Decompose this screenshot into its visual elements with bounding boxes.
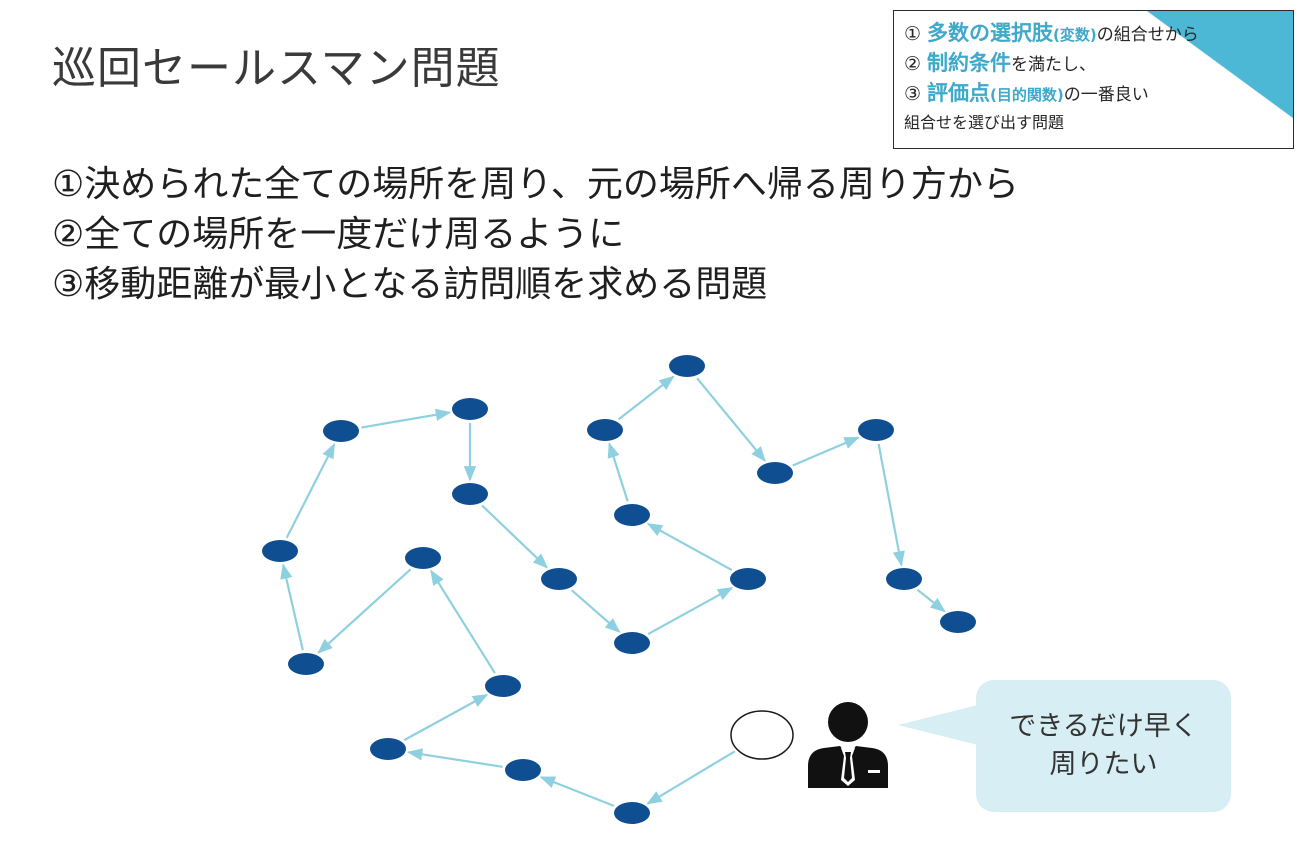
city-node — [940, 611, 976, 633]
route-edge — [481, 504, 549, 569]
city-node — [614, 632, 650, 654]
speech-line-1: できるだけ早く — [1009, 711, 1198, 742]
city-node — [587, 419, 623, 441]
city-node — [886, 568, 922, 590]
city-node — [505, 759, 541, 781]
city-node — [541, 568, 577, 590]
problem-steps: ①決められた全ての場所を周り、元の場所へ帰る周り方から ②全ての場所を一度だけ周… — [52, 160, 1019, 310]
route-edge — [617, 375, 675, 421]
city-node — [452, 483, 488, 505]
city-node — [485, 675, 521, 697]
route-edge — [285, 442, 336, 539]
step-2: ②全ての場所を一度だけ周るように — [52, 214, 625, 255]
route-edge — [403, 693, 489, 742]
route-edge — [696, 377, 766, 462]
definition-line-4: 組合せを選び出す問題 — [904, 113, 1065, 132]
city-node — [370, 738, 406, 760]
route-edge — [877, 443, 905, 567]
step-1: ①決められた全ての場所を周り、元の場所へ帰る周り方から — [52, 164, 1019, 205]
city-node — [288, 653, 324, 675]
page-title: 巡回セールスマン問題 — [52, 43, 501, 94]
city-node — [730, 568, 766, 590]
city-node — [757, 462, 793, 484]
businessman-icon — [808, 702, 888, 788]
city-node — [858, 419, 894, 441]
route-edges — [280, 375, 946, 807]
speech-bubble-tail — [898, 705, 978, 745]
route-edge — [607, 442, 629, 502]
step-3: ③移動距離が最小となる訪問順を求める問題 — [52, 264, 768, 305]
speech-bubble: できるだけ早く 周りたい — [976, 680, 1231, 812]
route-edge — [361, 408, 452, 429]
route-edge — [406, 748, 503, 768]
route-edge — [792, 436, 860, 467]
city-node — [452, 398, 488, 420]
route-edge — [647, 586, 734, 636]
route-edge — [646, 750, 736, 805]
city-node — [614, 802, 650, 824]
speech-line-2: 周りたい — [1049, 749, 1158, 780]
city-node — [323, 420, 359, 442]
route-edge — [570, 589, 621, 633]
route-edge — [646, 522, 733, 572]
route-edge — [916, 588, 946, 613]
corner-accent — [1145, 11, 1293, 119]
city-node — [405, 547, 441, 569]
route-edge — [280, 563, 304, 651]
route-edge — [317, 568, 412, 654]
city-node — [614, 504, 650, 526]
start-node — [730, 710, 794, 760]
route-nodes — [262, 355, 976, 824]
city-node — [669, 355, 705, 377]
city-node — [262, 540, 298, 562]
route-edge — [430, 569, 496, 674]
route-edge — [539, 776, 615, 807]
